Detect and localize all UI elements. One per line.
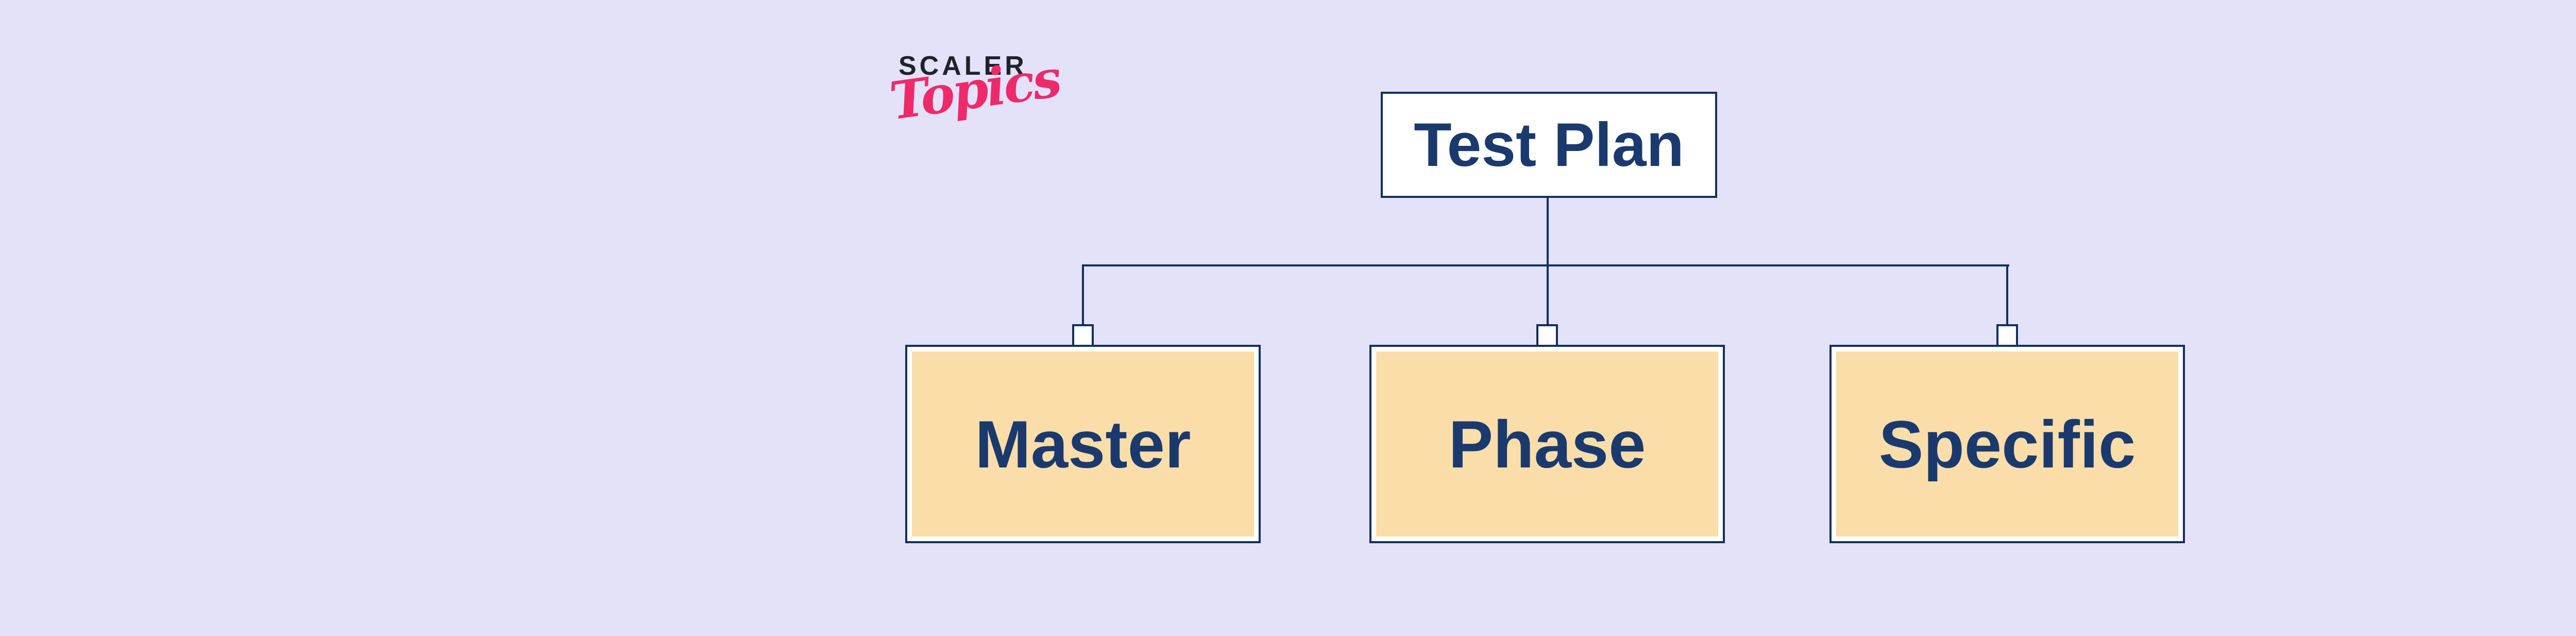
node-phase: Phase — [1369, 345, 1725, 543]
node-test-plan: Test Plan — [1381, 92, 1717, 198]
connector-drop-specific — [2006, 264, 2008, 326]
node-specific: Specific — [1829, 345, 2185, 543]
connector-horizontal-rail — [1082, 264, 2009, 266]
scaler-topics-logo: SCALER Topics — [886, 48, 1063, 154]
node-master: Master — [905, 345, 1261, 543]
node-specific-label: Specific — [1878, 406, 2136, 482]
node-master-panel: Master — [912, 352, 1254, 537]
node-specific-panel: Specific — [1836, 352, 2178, 537]
node-test-plan-label: Test Plan — [1414, 110, 1684, 179]
node-phase-label: Phase — [1448, 406, 1646, 482]
logo-brand-text: SCALER — [899, 51, 1027, 81]
port-specific — [1996, 324, 2018, 347]
connector-drop-phase — [1547, 264, 1549, 326]
connector-root-vertical — [1547, 198, 1549, 266]
node-phase-panel: Phase — [1376, 352, 1718, 537]
node-master-label: Master — [975, 406, 1191, 482]
port-phase — [1536, 324, 1558, 347]
port-master — [1072, 324, 1094, 347]
connector-drop-master — [1082, 264, 1084, 326]
